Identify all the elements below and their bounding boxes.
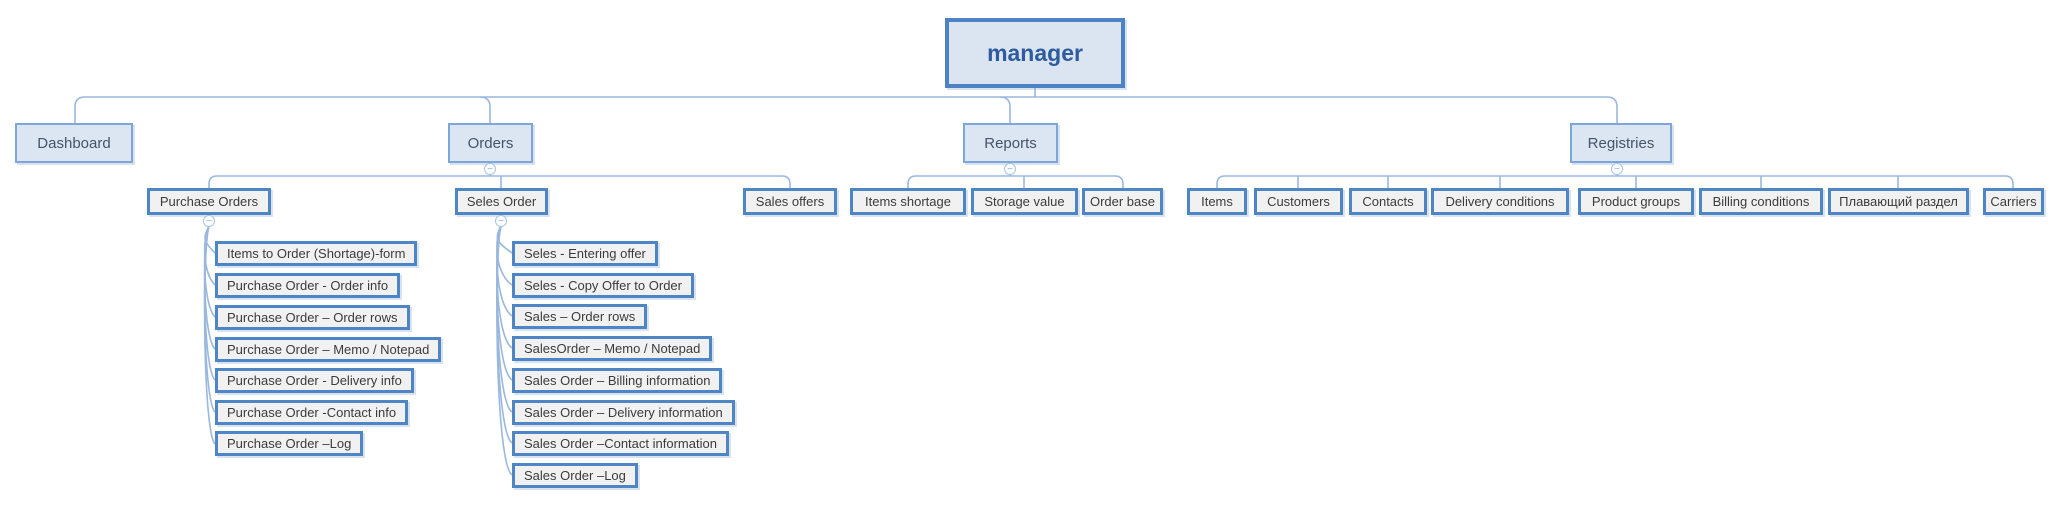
node-label: Purchase Orders [159,194,259,209]
node-sales-order-item[interactable]: Sales Order –Log [512,463,638,488]
node-label: Customers [1267,194,1330,209]
node-floating-section[interactable]: Плавающий раздел [1828,188,1969,215]
minus-icon: − [1614,163,1620,175]
node-sales-order-item[interactable]: Sales Order – Billing information [512,368,723,393]
node-order-base[interactable]: Order base [1082,188,1163,215]
connector-main-bus [74,96,1618,123]
node-label: Order base [1089,194,1156,209]
minus-icon: − [487,163,493,175]
node-label: Items [1201,194,1233,209]
node-label: Dashboard [37,134,111,152]
node-items-shortage[interactable]: Items shortage [850,188,966,215]
connector-po-fan [203,225,216,445]
node-label: Sales Order – Billing information [524,373,711,388]
node-sales-order[interactable]: Seles Order [455,188,548,215]
node-sales-offers[interactable]: Sales offers [743,188,837,215]
node-label: Delivery conditions [1445,194,1555,209]
node-label: Purchase Order –Log [227,436,352,451]
connector-orders-bus [208,175,791,188]
node-label: SalesOrder – Memo / Notepad [524,341,701,356]
minus-icon: − [206,215,212,227]
node-sales-order-item[interactable]: Seles - Entering offer [512,241,658,266]
collapse-toggle-purchase-orders[interactable]: − [203,215,215,227]
node-label: Sales Order –Log [524,468,626,483]
node-purchase-order-item[interactable]: Purchase Order –Log [215,431,364,456]
node-delivery-conditions[interactable]: Delivery conditions [1431,188,1569,215]
connector-orders-drop [479,96,491,123]
node-label: Seles Order [466,194,537,209]
node-carriers[interactable]: Carriers [1983,188,2044,215]
collapse-toggle-reports[interactable]: − [1004,163,1016,175]
node-purchase-order-item[interactable]: Items to Order (Shortage)-form [215,241,418,266]
node-purchase-orders[interactable]: Purchase Orders [147,188,271,215]
node-label: Purchase Order -Contact info [227,405,397,420]
node-manager[interactable]: manager [945,18,1125,88]
node-label: Carriers [1990,194,2037,209]
node-label: Purchase Order – Order rows [227,310,398,325]
node-label: Reports [984,134,1037,152]
node-sales-order-item[interactable]: Sales Order –Contact information [512,431,729,456]
connector-registries-bus [1216,175,2014,188]
connector-so-fan [496,225,513,476]
node-label: Billing conditions [1712,194,1810,209]
node-label: Seles - Copy Offer to Order [524,278,682,293]
node-dashboard[interactable]: Dashboard [15,123,133,163]
node-label: Sales – Order rows [524,309,636,324]
node-sales-order-item[interactable]: SalesOrder – Memo / Notepad [512,336,713,361]
node-label: Sales Order –Contact information [524,436,717,451]
node-label: Sales offers [755,194,825,209]
node-purchase-order-item[interactable]: Purchase Order – Order rows [215,305,410,330]
node-billing-conditions[interactable]: Billing conditions [1699,188,1823,215]
minus-icon: − [498,215,504,227]
node-label: Orders [467,134,514,152]
node-label: Purchase Order – Memo / Notepad [227,342,430,357]
node-items[interactable]: Items [1187,188,1247,215]
node-contacts[interactable]: Contacts [1349,188,1427,215]
node-purchase-order-item[interactable]: Purchase Order - Delivery info [215,368,414,393]
connector-reports-bus [907,175,1124,188]
minus-icon: − [1007,163,1013,175]
node-purchase-order-item[interactable]: Purchase Order – Memo / Notepad [215,337,442,362]
node-label: manager [987,39,1083,66]
node-sales-order-item[interactable]: Sales Order – Delivery information [512,400,735,425]
node-label: Items to Order (Shortage)-form [227,246,406,261]
node-registries[interactable]: Registries [1570,123,1672,163]
node-label: Items shortage [865,194,951,209]
node-product-groups[interactable]: Product groups [1578,188,1694,215]
node-sales-order-item[interactable]: Sales – Order rows [512,304,648,329]
collapse-toggle-sales-order[interactable]: − [495,215,507,227]
node-label: Registries [1587,134,1655,152]
node-reports[interactable]: Reports [963,123,1058,163]
node-label: Seles - Entering offer [524,246,646,261]
node-label: Storage value [984,194,1065,209]
connector-reports-drop [999,96,1011,123]
node-label: Sales Order – Delivery information [524,405,723,420]
node-purchase-order-item[interactable]: Purchase Order -Contact info [215,400,409,425]
node-label: Product groups [1591,194,1681,209]
node-sales-order-item[interactable]: Seles - Copy Offer to Order [512,273,694,298]
node-purchase-order-item[interactable]: Purchase Order - Order info [215,273,401,298]
node-label: Contacts [1362,194,1414,209]
node-label: Плавающий раздел [1839,194,1958,209]
node-orders[interactable]: Orders [448,123,533,163]
node-customers[interactable]: Customers [1254,188,1343,215]
collapse-toggle-registries[interactable]: − [1611,163,1623,175]
collapse-toggle-orders[interactable]: − [484,163,496,175]
node-label: Purchase Order - Order info [227,278,389,293]
node-label: Purchase Order - Delivery info [227,373,402,388]
node-storage-value[interactable]: Storage value [971,188,1078,215]
